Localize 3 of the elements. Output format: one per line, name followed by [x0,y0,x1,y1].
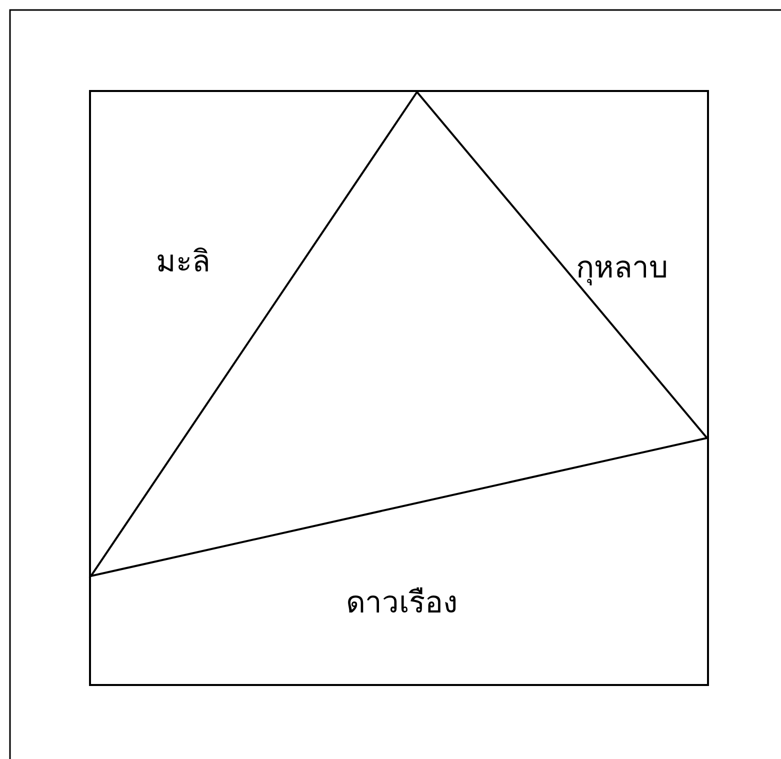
region-label: ดาวเรือง [346,584,458,622]
region-label: มะลิ [156,244,210,282]
region-label: กุหลาบ [576,250,668,288]
